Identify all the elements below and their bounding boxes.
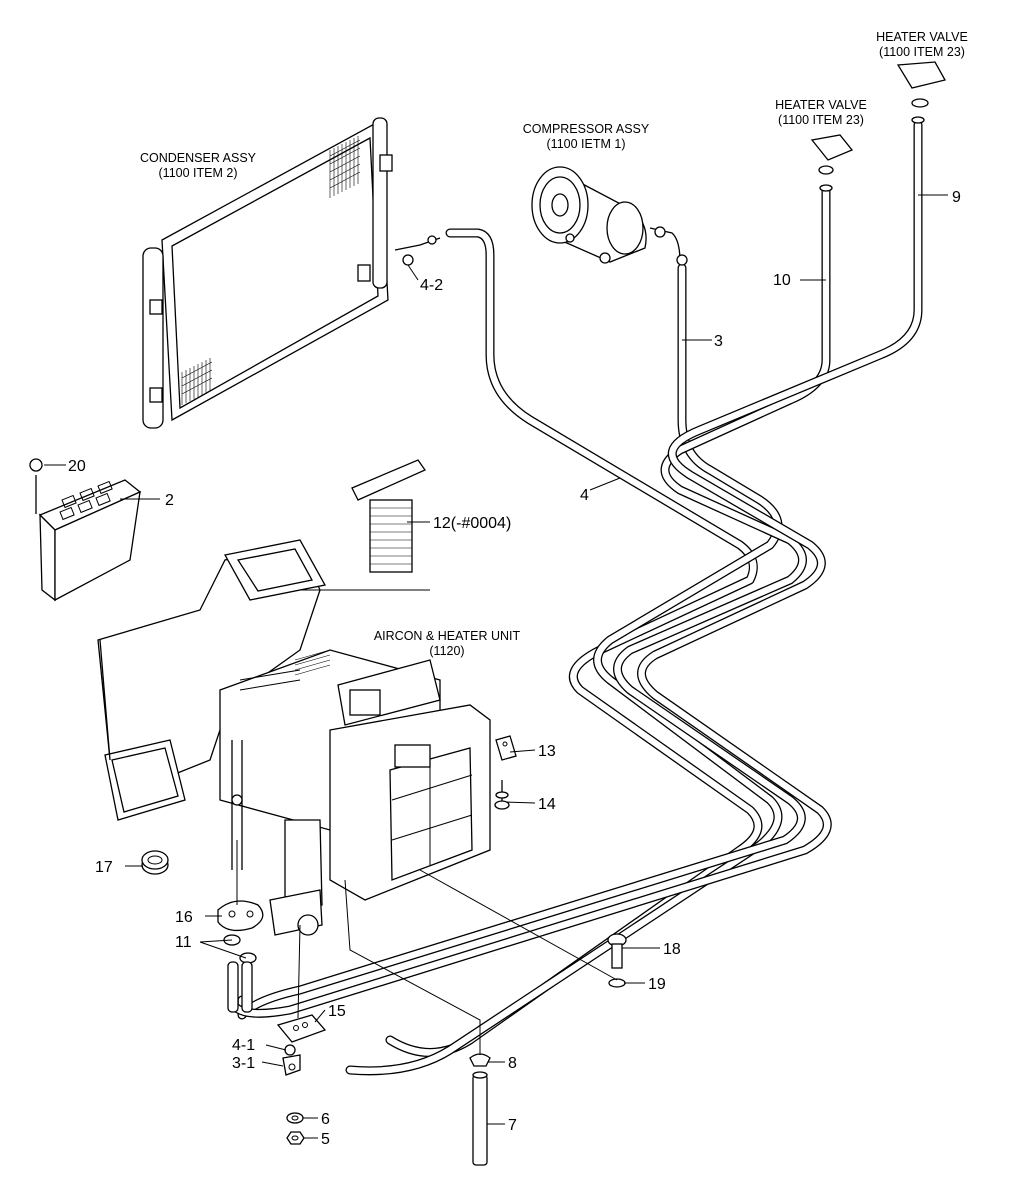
nut-5 [286, 1131, 305, 1145]
heater-valve-left [810, 134, 854, 192]
callout-10: 10 [773, 272, 791, 289]
washer-19 [608, 978, 626, 988]
callout-11: 11 [175, 934, 192, 951]
heater-valve-right-title: HEATER VALVE [876, 30, 968, 44]
condenser-assy-title: CONDENSER ASSY [140, 151, 257, 165]
hose-9 [227, 120, 923, 1018]
clamps-11 [223, 934, 257, 1013]
leader-lines [44, 194, 948, 1139]
callout-9: 9 [952, 189, 961, 206]
callout-5: 5 [321, 1131, 330, 1148]
washer-6 [286, 1112, 304, 1124]
callout-13: 13 [538, 743, 556, 760]
compressor-assembly [531, 166, 688, 266]
callout-2: 2 [165, 492, 174, 509]
filter-element [351, 459, 426, 573]
compressor-assy-ref: (1100 IETM 1) [547, 137, 626, 151]
callout-4: 4 [580, 487, 589, 504]
bracket-13 [495, 735, 517, 761]
control-panel [29, 458, 142, 602]
compressor-assy-title: COMPRESSOR ASSY [523, 122, 650, 136]
callout-12: 12(-#0004) [433, 515, 511, 532]
callout-6: 6 [321, 1111, 330, 1128]
aircon-unit-title: AIRCON & HEATER UNIT [374, 629, 521, 643]
condenser-fin-grid-top [329, 136, 361, 198]
callout-7: 7 [508, 1117, 517, 1134]
heater-valve-left-ref: (1100 ITEM 23) [778, 113, 864, 127]
callout-8: 8 [508, 1055, 517, 1072]
callout-20: 20 [68, 458, 86, 475]
callout-15: 15 [328, 1003, 346, 1020]
hose-10 [237, 185, 831, 1020]
callout-3-1: 3-1 [232, 1055, 255, 1072]
callout-4-1: 4-1 [232, 1037, 255, 1054]
callout-14: 14 [538, 796, 556, 813]
fitting-3-1 [282, 1054, 301, 1076]
callout-16: 16 [175, 909, 193, 926]
callout-18: 18 [663, 941, 681, 958]
hose-7 [472, 1071, 488, 1166]
bolt-18 [607, 933, 627, 969]
clip-8 [469, 1053, 491, 1067]
callout-19: 19 [648, 976, 666, 993]
callout-4-2: 4-2 [420, 277, 443, 294]
heater-valve-right-ref: (1100 ITEM 23) [879, 45, 965, 59]
bolt-14 [494, 780, 510, 810]
callout-3: 3 [714, 333, 723, 350]
fitting-4-1 [284, 1044, 296, 1056]
plate-16 [217, 900, 264, 932]
aircon-unit-ref: (1120) [429, 644, 464, 658]
grommet-17 [141, 850, 169, 875]
plate-15 [276, 1014, 327, 1043]
condenser-fin-grid-bottom [181, 358, 213, 405]
hose-3 [345, 263, 783, 1076]
condenser-assembly [142, 117, 441, 429]
callout-17: 17 [95, 859, 113, 876]
heater-valve-left-title: HEATER VALVE [775, 98, 867, 112]
condenser-assy-ref: (1100 ITEM 2) [159, 166, 238, 180]
heater-valve-right [896, 61, 946, 124]
aircon-heater-unit [97, 539, 491, 936]
